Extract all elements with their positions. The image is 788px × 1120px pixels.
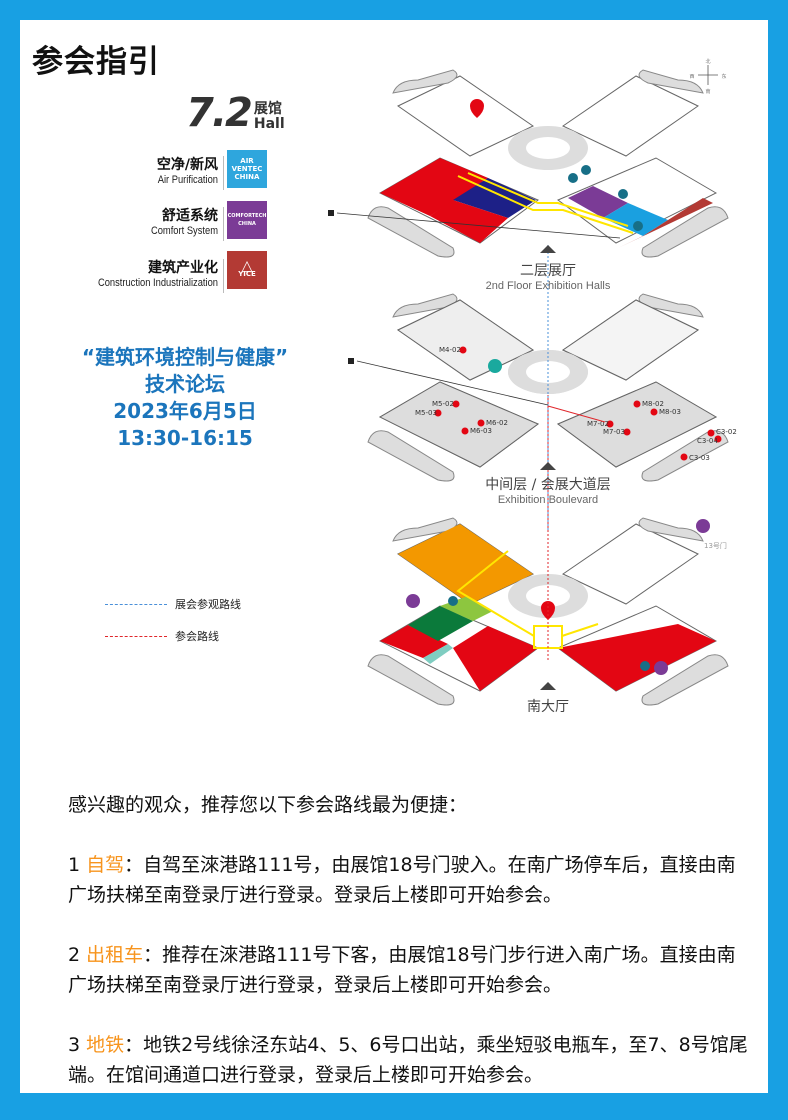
- room-label: M6-03: [470, 427, 492, 435]
- forum-time: 13:30-16:15: [117, 426, 253, 450]
- hall-en: Hall: [253, 116, 285, 132]
- room-label: M8-02: [642, 400, 664, 408]
- compass-n: 北: [705, 58, 710, 65]
- map-label-en: Exhibition Boulevard: [497, 494, 599, 506]
- bus-stop-icon: [654, 661, 668, 675]
- room-label: C3-03: [689, 454, 710, 462]
- page-title: 参会指引: [32, 44, 160, 80]
- gate-label: 13号门: [704, 541, 727, 550]
- compass-s: 南: [705, 88, 710, 95]
- forum-name: “建筑环境控制与健康”: [81, 345, 289, 369]
- category-cn: 舒适系统: [162, 208, 218, 224]
- legend-visit-route: 展会参观路线: [105, 596, 241, 612]
- route-mode: 出租车: [86, 944, 144, 966]
- room-label: M4-02: [439, 346, 461, 354]
- legend-attend-route: 参会路线: [105, 628, 219, 644]
- room-label: M8-03: [659, 408, 681, 416]
- compass-e: 东: [721, 73, 726, 80]
- yice-logo: △YICE: [227, 251, 267, 289]
- forum-date: 2023年6月5日: [113, 399, 257, 423]
- registration-pin-icon: [488, 359, 502, 373]
- legend-label: 展会参观路线: [175, 598, 241, 611]
- entry-arrow-icon: [540, 462, 556, 470]
- route-2: 2 出租车：推荐在淶港路111号下客，由展馆18号门步行进入南广场。直接由南广场…: [68, 944, 736, 996]
- map-label-south-hall: 南大厅: [448, 696, 648, 716]
- bus-stop-icon: [696, 519, 710, 533]
- room-label: C3-02: [716, 428, 737, 436]
- bus-stop-icon: [406, 594, 420, 608]
- category-cn: 建筑产业化: [148, 260, 218, 276]
- room-label: M7-02: [587, 420, 609, 428]
- category-air: 空净/新风 Air Purification: [18, 154, 224, 190]
- category-comfort: 舒适系统 Comfort System: [18, 205, 224, 241]
- map-label-en: 2nd Floor Exhibition Halls: [485, 280, 611, 292]
- map-south-hall: [367, 517, 729, 706]
- first-aid-pin-icon: [470, 99, 484, 118]
- forum-name-2: 技术论坛: [145, 372, 225, 396]
- map-label-cn: 中间层 / 会展大道层: [485, 477, 611, 493]
- category-en: Comfort System: [150, 225, 218, 237]
- route-mode: 自驾: [86, 854, 125, 876]
- venue-maps: 北 南 西 东 M4-02 M5-02 M5-03 M6-02 M6-03 M7…: [328, 58, 737, 706]
- route-3: 3 地铁：地铁2号线徐泾东站4、5、6号口出站，乘坐短驳电瓶车，至7、8号馆尾端…: [68, 1034, 748, 1086]
- map-label-boulevard: 中间层 / 会展大道层 Exhibition Boulevard: [448, 474, 648, 506]
- hall-number: 7.2: [186, 90, 253, 136]
- compass-w: 西: [689, 74, 694, 80]
- room-label: M6-02: [486, 419, 508, 427]
- entry-arrow-icon: [540, 245, 556, 253]
- room-markers: [434, 346, 722, 461]
- category-cn: 空净/新风: [156, 157, 218, 173]
- map-label-cn: 二层展厅: [520, 263, 576, 279]
- map-2nd-floor: [367, 69, 729, 258]
- entry-arrow-icon: [540, 682, 556, 690]
- map-label-2nd-floor: 二层展厅 2nd Floor Exhibition Halls: [448, 260, 648, 292]
- route-mode: 地铁: [86, 1034, 125, 1056]
- category-en: Construction Industrialization: [97, 277, 218, 289]
- room-label: M5-03: [415, 409, 437, 417]
- room-label: M5-02: [432, 400, 454, 408]
- route-1: 1 自驾：自驾至淶港路111号，由展馆18号门驶入。在南广场停车后，直接由南广场…: [68, 854, 736, 906]
- hall-cn: 展馆: [253, 101, 282, 117]
- map-label-cn: 南大厅: [527, 699, 569, 715]
- room-label: M7-03: [603, 428, 625, 436]
- forum-info: “建筑环境控制与健康” 技术论坛 2023年6月5日 13:30-16:15: [40, 344, 330, 452]
- category-en: Air Purification: [157, 174, 218, 186]
- route-instructions: 感兴趣的观众，推荐您以下参会路线最为便捷： 1 自驾：自驾至淶港路111号，由展…: [68, 790, 748, 1120]
- compass-icon: [698, 65, 718, 85]
- legend-label: 参会路线: [175, 630, 219, 643]
- room-label: C3-04: [697, 437, 718, 445]
- intro-text: 感兴趣的观众，推荐您以下参会路线最为便捷：: [68, 794, 468, 816]
- category-construction: 建筑产业化 Construction Industrialization: [18, 257, 224, 293]
